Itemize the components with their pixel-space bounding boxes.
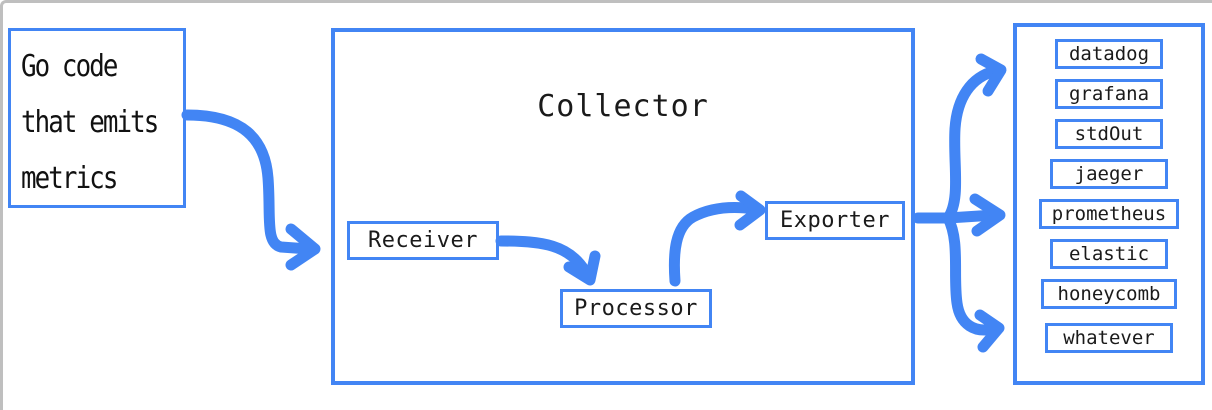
backends-container: datadog grafana stdOut jaeger prometheus elas… [1013,23,1205,385]
exporter-box: Exporter [765,201,905,240]
backend-item-whatever[interactable]: whatever [1045,323,1173,353]
receiver-label: Receiver [368,228,478,253]
exporter-fanout-down-arrow [942,212,1005,353]
backend-item-prometheus[interactable]: prometheus [1039,199,1179,229]
processor-label: Processor [574,296,698,321]
exporter-fanout-straight-arrow [942,193,1006,237]
exporter-fanout-up-arrow [942,53,1007,224]
backend-item-grafana[interactable]: grafana [1055,79,1163,109]
processor-box: Processor [560,289,712,328]
backend-item-honeycomb[interactable]: honeycomb [1041,279,1177,309]
backend-item-datadog[interactable]: datadog [1055,39,1163,69]
backend-item-elastic[interactable]: elastic [1050,239,1168,269]
backend-item-jaeger[interactable]: jaeger [1050,159,1168,189]
source-to-receiver-arrow [181,109,321,271]
source-line-3: metrics [21,161,118,196]
source-line-2: that emits [21,105,159,140]
go-code-source-box: Go code that emits metrics [8,28,186,208]
exporter-label: Exporter [780,208,890,233]
source-line-1: Go code [21,49,118,84]
collector-title: Collector [537,89,709,124]
receiver-box: Receiver [347,221,499,260]
backend-item-stdout[interactable]: stdOut [1055,119,1163,149]
